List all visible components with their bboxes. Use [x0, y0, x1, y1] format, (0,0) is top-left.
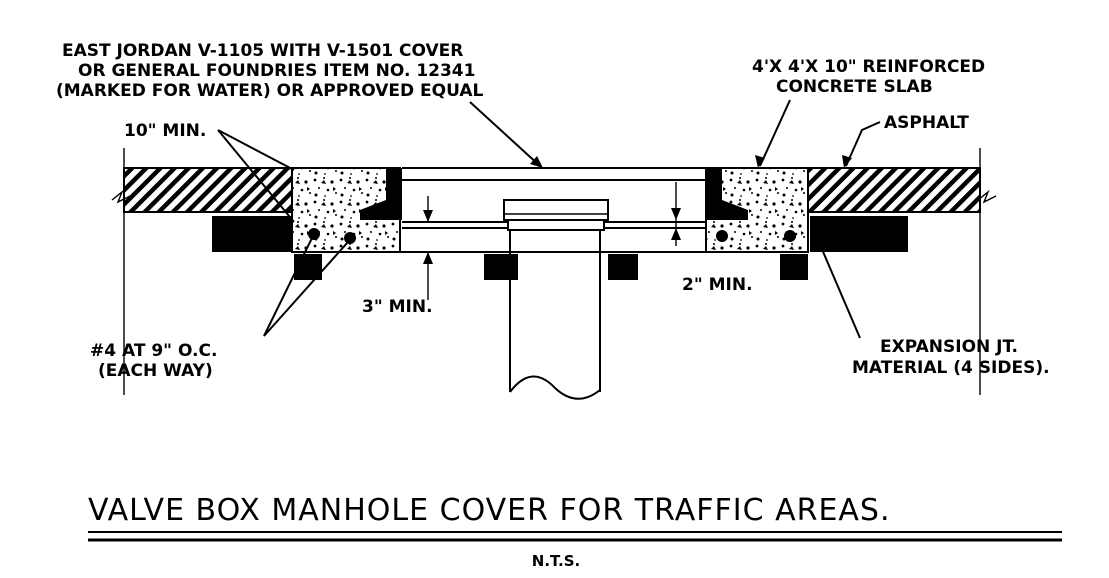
dim-2-arrow-down: [671, 208, 681, 220]
subbase-right: [780, 254, 808, 280]
cover-label-line2: OR GENERAL FOUNDRIES ITEM NO. 12341: [78, 61, 475, 81]
asphalt-right: [807, 167, 981, 213]
drawing-title: VALVE BOX MANHOLE COVER FOR TRAFFIC AREA…: [88, 493, 891, 528]
valve-top: [503, 199, 609, 221]
leader-expansion: [811, 225, 861, 339]
frame-angle-left: [360, 168, 402, 220]
rebar-label-line1: #4 AT 9" O.C.: [90, 341, 217, 361]
leader-rebar-b: [263, 241, 349, 337]
dim-3-arrow-up: [423, 252, 433, 264]
ten-min-label: 10" MIN.: [124, 121, 206, 141]
leader-asphalt-arrow: [842, 155, 852, 168]
leader-slab: [759, 99, 791, 167]
leader-slab-arrow: [755, 155, 765, 168]
rebar-4: [784, 230, 796, 242]
scale-note: N.T.S.: [532, 552, 580, 570]
leader-asphalt: [845, 121, 881, 167]
cover-label-line3: (MARKED FOR WATER) OR APPROVED EQUAL: [56, 81, 484, 101]
slab-label-line2: CONCRETE SLAB: [776, 77, 933, 97]
leader-cover: [469, 101, 541, 167]
leader-rebar-a: [263, 237, 313, 337]
rebar-label-line2: (EACH WAY): [98, 361, 213, 381]
subbase-mr: [608, 254, 638, 280]
pipe-body: [509, 230, 601, 392]
subbase-ml: [484, 254, 518, 280]
valve-collar: [507, 219, 605, 231]
pipe-break: [509, 375, 601, 400]
base-block-left: [212, 216, 292, 252]
slab-label-line1: 4'X 4'X 10" REINFORCED: [752, 57, 985, 77]
rebar-2: [344, 232, 356, 244]
three-min-label: 3" MIN.: [362, 297, 433, 317]
leader-10min-b: [217, 129, 295, 223]
frame-angle-right: [706, 168, 748, 220]
rebar-1: [308, 228, 320, 240]
expansion-label-line1: EXPANSION JT.: [880, 337, 1018, 357]
break-mark-right: [977, 189, 997, 204]
rebar-3: [716, 230, 728, 242]
break-mark-left: [111, 189, 131, 204]
two-min-label: 2" MIN.: [682, 275, 753, 295]
cover-label-line1: EAST JORDAN V-1105 WITH V-1501 COVER: [62, 41, 463, 61]
asphalt-label: ASPHALT: [884, 113, 969, 133]
expansion-label-line2: MATERIAL (4 SIDES).: [852, 358, 1050, 378]
dim-3-arrow-down: [423, 210, 433, 222]
leader-10min-a: [217, 129, 295, 171]
base-block-right: [810, 216, 908, 252]
leader-cover-arrow: [530, 156, 543, 168]
dim-2-arrow-up: [671, 228, 681, 240]
